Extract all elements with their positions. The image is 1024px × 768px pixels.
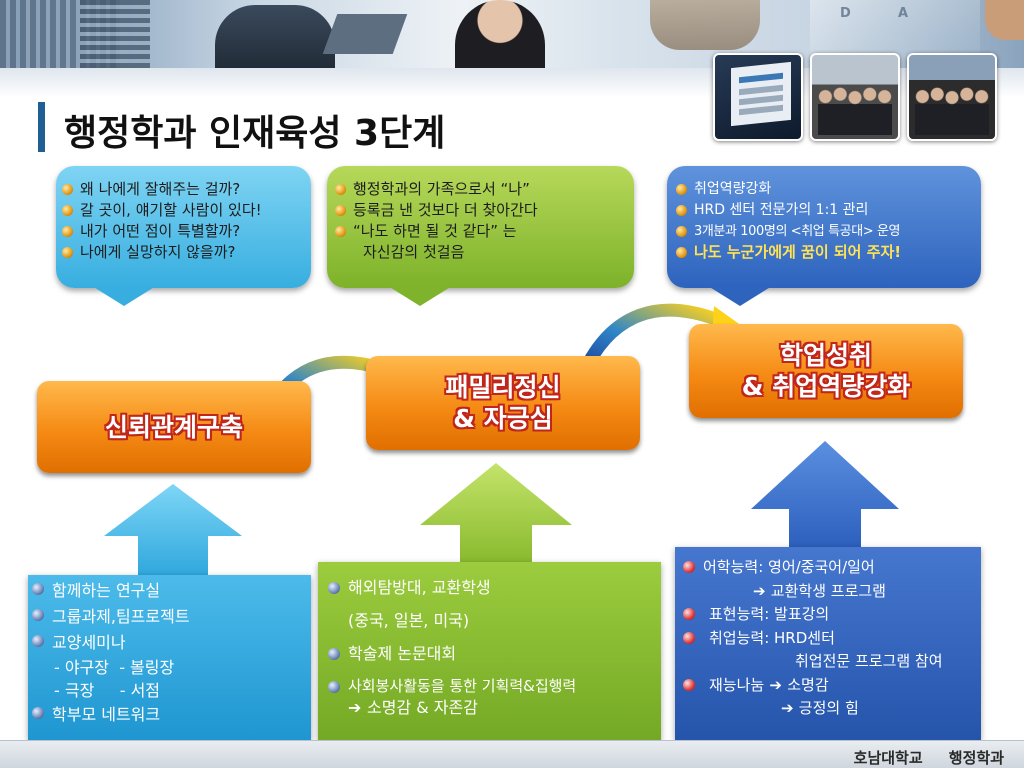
businesswoman-image: [455, 0, 545, 68]
bullet-icon: [32, 609, 44, 621]
bullet-icon: [62, 226, 73, 237]
list-item: 나도 누군가에게 꿈이 되어 주자!: [676, 242, 901, 263]
bullet-icon: [328, 648, 340, 660]
panel-trust-activities: [28, 575, 311, 740]
screen-image: [731, 61, 791, 127]
list-item: ➔ 소명감 & 자존감: [348, 698, 478, 717]
list-item: 학부모 네트워크: [32, 702, 190, 728]
up-arrow-icon: [420, 463, 572, 567]
bullet-icon: [335, 184, 346, 195]
list-item: 사회봉사활동을 통한 기획력&집행력: [328, 676, 576, 697]
bullet-icon: [683, 631, 695, 644]
list-item: HRD 센터 전문가의 1:1 관리: [676, 200, 901, 221]
list-item: 3개분과 100명의 <취업 특공대> 운영: [676, 221, 901, 242]
arrow-right-icon: ➔: [753, 581, 771, 600]
bullet-icon: [328, 582, 340, 594]
panel-career-activities: [675, 547, 981, 740]
list-item: 왜 나에게 잘해주는 걸까?: [62, 179, 262, 200]
arrow-right-icon: ➔: [348, 698, 367, 717]
bubble-trust-list: 왜 나에게 잘해주는 걸까? 갈 곳이, 얘기할 사람이 있다! 내가 어떤 점…: [62, 179, 262, 263]
list-item: 등록금 낸 것보다 더 찾아간다: [335, 200, 538, 221]
footer-school: 호남대학교: [853, 749, 923, 767]
photo-lecture: [713, 53, 803, 141]
stage-achievement: 학업성취& 취업역량강화: [689, 324, 963, 418]
bullet-icon: [676, 205, 687, 216]
list-item: 갈 곳이, 얘기할 사람이 있다!: [62, 200, 262, 221]
bullet-icon: [335, 226, 346, 237]
bubble-tail: [92, 286, 156, 306]
bubble-trust: [56, 166, 311, 288]
bullet-icon: [683, 678, 695, 691]
bubble-tail: [388, 286, 452, 306]
list-item: 취업전문 프로그램 참여: [795, 652, 943, 670]
list-item: 자신감의 첫걸음: [363, 243, 465, 261]
list-item: 함께하는 연구실: [32, 578, 190, 604]
bullet-icon: [676, 247, 687, 258]
photo-students: [907, 53, 997, 141]
person-image: [985, 0, 1024, 40]
photo-group: [810, 53, 900, 141]
list-item: 취업능력: HRD센터: [683, 627, 943, 651]
bullet-icon: [328, 681, 340, 693]
stage-trust: 신뢰관계구축: [37, 381, 311, 473]
footer-dept: 행정학과: [948, 749, 1004, 767]
map-letter: A: [898, 6, 909, 21]
bullet-icon: [32, 583, 44, 595]
stage-family: 패밀리정신& 자긍심: [366, 356, 640, 450]
list-item: 학술제 논문대회: [328, 643, 576, 664]
bubble-career: [667, 166, 981, 288]
footer-text: 호남대학교 행정학과: [854, 747, 1004, 768]
arrow-right-icon: ➔: [781, 699, 799, 717]
bubble-career-list: 취업역량강화 HRD 센터 전문가의 1:1 관리 3개분과 100명의 <취업…: [676, 179, 901, 263]
building-image: [80, 0, 150, 68]
bubble-tail: [708, 286, 772, 306]
list-item: (중국, 일본, 미국): [348, 611, 470, 630]
crowd-image: [818, 87, 892, 135]
bullet-icon: [683, 608, 695, 620]
laptop-image: [322, 14, 408, 54]
list-item: 어학능력: 영어/중국어/일어: [683, 556, 943, 580]
panel-family-activities: [318, 562, 661, 740]
family-activity-list: 해외탐방대, 교환학생 (중국, 일본, 미국) 학술제 논문대회 사회봉사활동…: [328, 577, 576, 718]
arrow-right-icon: ➔: [764, 675, 788, 694]
list-item: 나에게 실망하지 않을까?: [62, 242, 262, 263]
bullet-icon: [335, 205, 346, 216]
hand-image: [650, 0, 760, 50]
bullet-icon: [683, 561, 695, 573]
list-item: 내가 어떤 점이 특별할까?: [62, 221, 262, 242]
bubble-family: [327, 166, 634, 288]
list-item: 그룹과제,팀프로젝트: [32, 604, 190, 630]
bullet-icon: [676, 226, 687, 237]
list-item: ➔ 긍정의 힘: [781, 699, 859, 717]
list-item: 표현능력: 발표강의: [683, 603, 943, 627]
trust-activity-list: 함께하는 연구실 그룹과제,팀프로젝트 교양세미나 - 야구장 - 볼링장 - …: [32, 578, 190, 728]
header-banner: D A: [0, 0, 1024, 68]
list-item: 해외탐방대, 교환학생: [328, 577, 576, 598]
bullet-icon: [32, 707, 44, 719]
list-item: - 극장 - 서점: [54, 681, 161, 700]
list-item: ➔ 교환학생 프로그램: [753, 581, 886, 600]
bullet-icon: [676, 184, 687, 195]
list-item: 재능나눔 ➔ 소명감: [683, 674, 943, 698]
page-title: 행정학과 인재육성 3단계: [64, 113, 446, 154]
up-arrow-icon: [751, 441, 899, 549]
bubble-family-list: 행정학과의 가족으로서 “나” 등록금 낸 것보다 더 찾아간다 “나도 하면 …: [335, 179, 538, 263]
businessman-image: [215, 5, 335, 68]
list-item: 취업역량강화: [676, 179, 901, 200]
list-item: - 야구장 - 볼링장: [54, 658, 175, 677]
bullet-icon: [62, 205, 73, 216]
bullet-icon: [62, 184, 73, 195]
footer-bar: [0, 740, 1024, 768]
bullet-icon: [62, 247, 73, 258]
career-activity-list: 어학능력: 영어/중국어/일어 ➔ 교환학생 프로그램 표현능력: 발표강의 취…: [683, 556, 943, 721]
map-letter: D: [840, 6, 851, 21]
title-accent-bar: [38, 102, 45, 152]
list-item: 행정학과의 가족으로서 “나”: [335, 179, 538, 200]
up-arrow-icon: [104, 484, 242, 576]
list-item: 교양세미나: [32, 630, 190, 656]
bullet-icon: [32, 635, 44, 647]
list-item: “나도 하면 될 것 같다” 는: [335, 221, 538, 242]
crowd-image: [915, 87, 989, 135]
